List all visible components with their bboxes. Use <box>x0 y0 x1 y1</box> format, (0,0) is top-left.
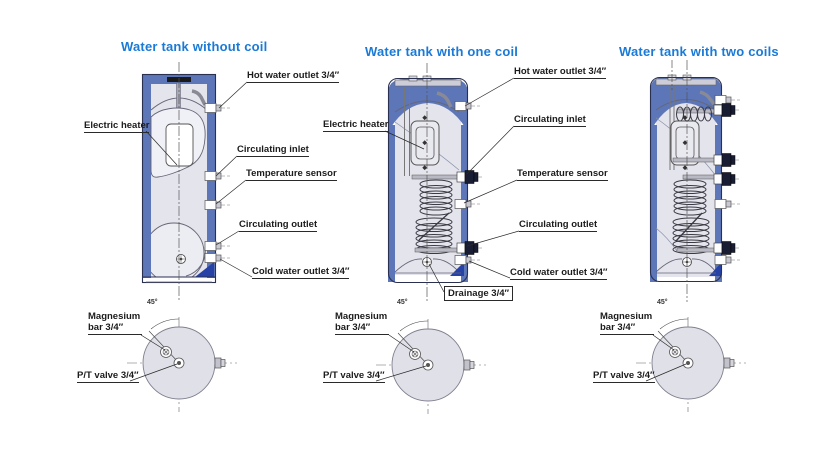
tank1-cold-water-outlet-label: Cold water outlet 3/4″ <box>252 266 350 280</box>
tank2-title: Water tank with one coil <box>365 44 519 59</box>
tank1-circulating-inlet-label: Circulating inlet <box>237 144 309 158</box>
tank1-title: Water tank without coil <box>121 39 268 54</box>
tank1-front-drawing <box>141 62 231 300</box>
tank1-magnesium-bar-label: Magnesium bar 3/4″ <box>88 311 142 336</box>
tank2-cold-water-outlet-label: Cold water outlet 3/4″ <box>510 267 608 281</box>
tank2-drainage-label: Drainage 3/4″ <box>444 286 514 302</box>
tank2-front-drawing <box>387 63 485 302</box>
tank1-circulating-outlet-label: Circulating outlet <box>239 219 318 233</box>
tank3-magnesium-bar-label: Magnesium bar 3/4″ <box>600 311 654 336</box>
tank2-hot-water-outlet-label: Hot water outlet 3/4″ <box>514 66 607 80</box>
tank3-pt-valve-label: P/T valve 3/4″ <box>593 370 655 384</box>
tank3-angle-label: 45° <box>657 299 668 306</box>
tank1-hot-water-outlet-label: Hot water outlet 3/4″ <box>247 70 340 84</box>
tank2-electric-heater-label: Electric heater <box>323 119 389 133</box>
tank1-electric-heater-label: Electric heater <box>84 120 150 134</box>
tank2-circulating-outlet-label: Circulating outlet <box>519 219 598 233</box>
tank2-angle-label: 45° <box>397 299 408 306</box>
tank2-temperature-sensor-label: Temperature sensor <box>517 168 608 182</box>
tank3-title: Water tank with two coils <box>619 44 779 59</box>
tank2-bottom-drawing <box>375 318 487 415</box>
tank2-magnesium-bar-label: Magnesium bar 3/4″ <box>335 311 389 336</box>
tank2-pt-valve-label: P/T valve 3/4″ <box>323 370 385 384</box>
tank1-temperature-sensor-label: Temperature sensor <box>246 168 337 182</box>
tank3-front-drawing <box>649 60 742 302</box>
tank2-circulating-inlet-label: Circulating inlet <box>514 114 586 128</box>
tank1-bottom-drawing <box>126 316 238 413</box>
callout-leader-lines <box>129 77 687 382</box>
tank1-angle-label: 45° <box>147 299 158 306</box>
tank1-pt-valve-label: P/T valve 3/4″ <box>77 370 139 384</box>
